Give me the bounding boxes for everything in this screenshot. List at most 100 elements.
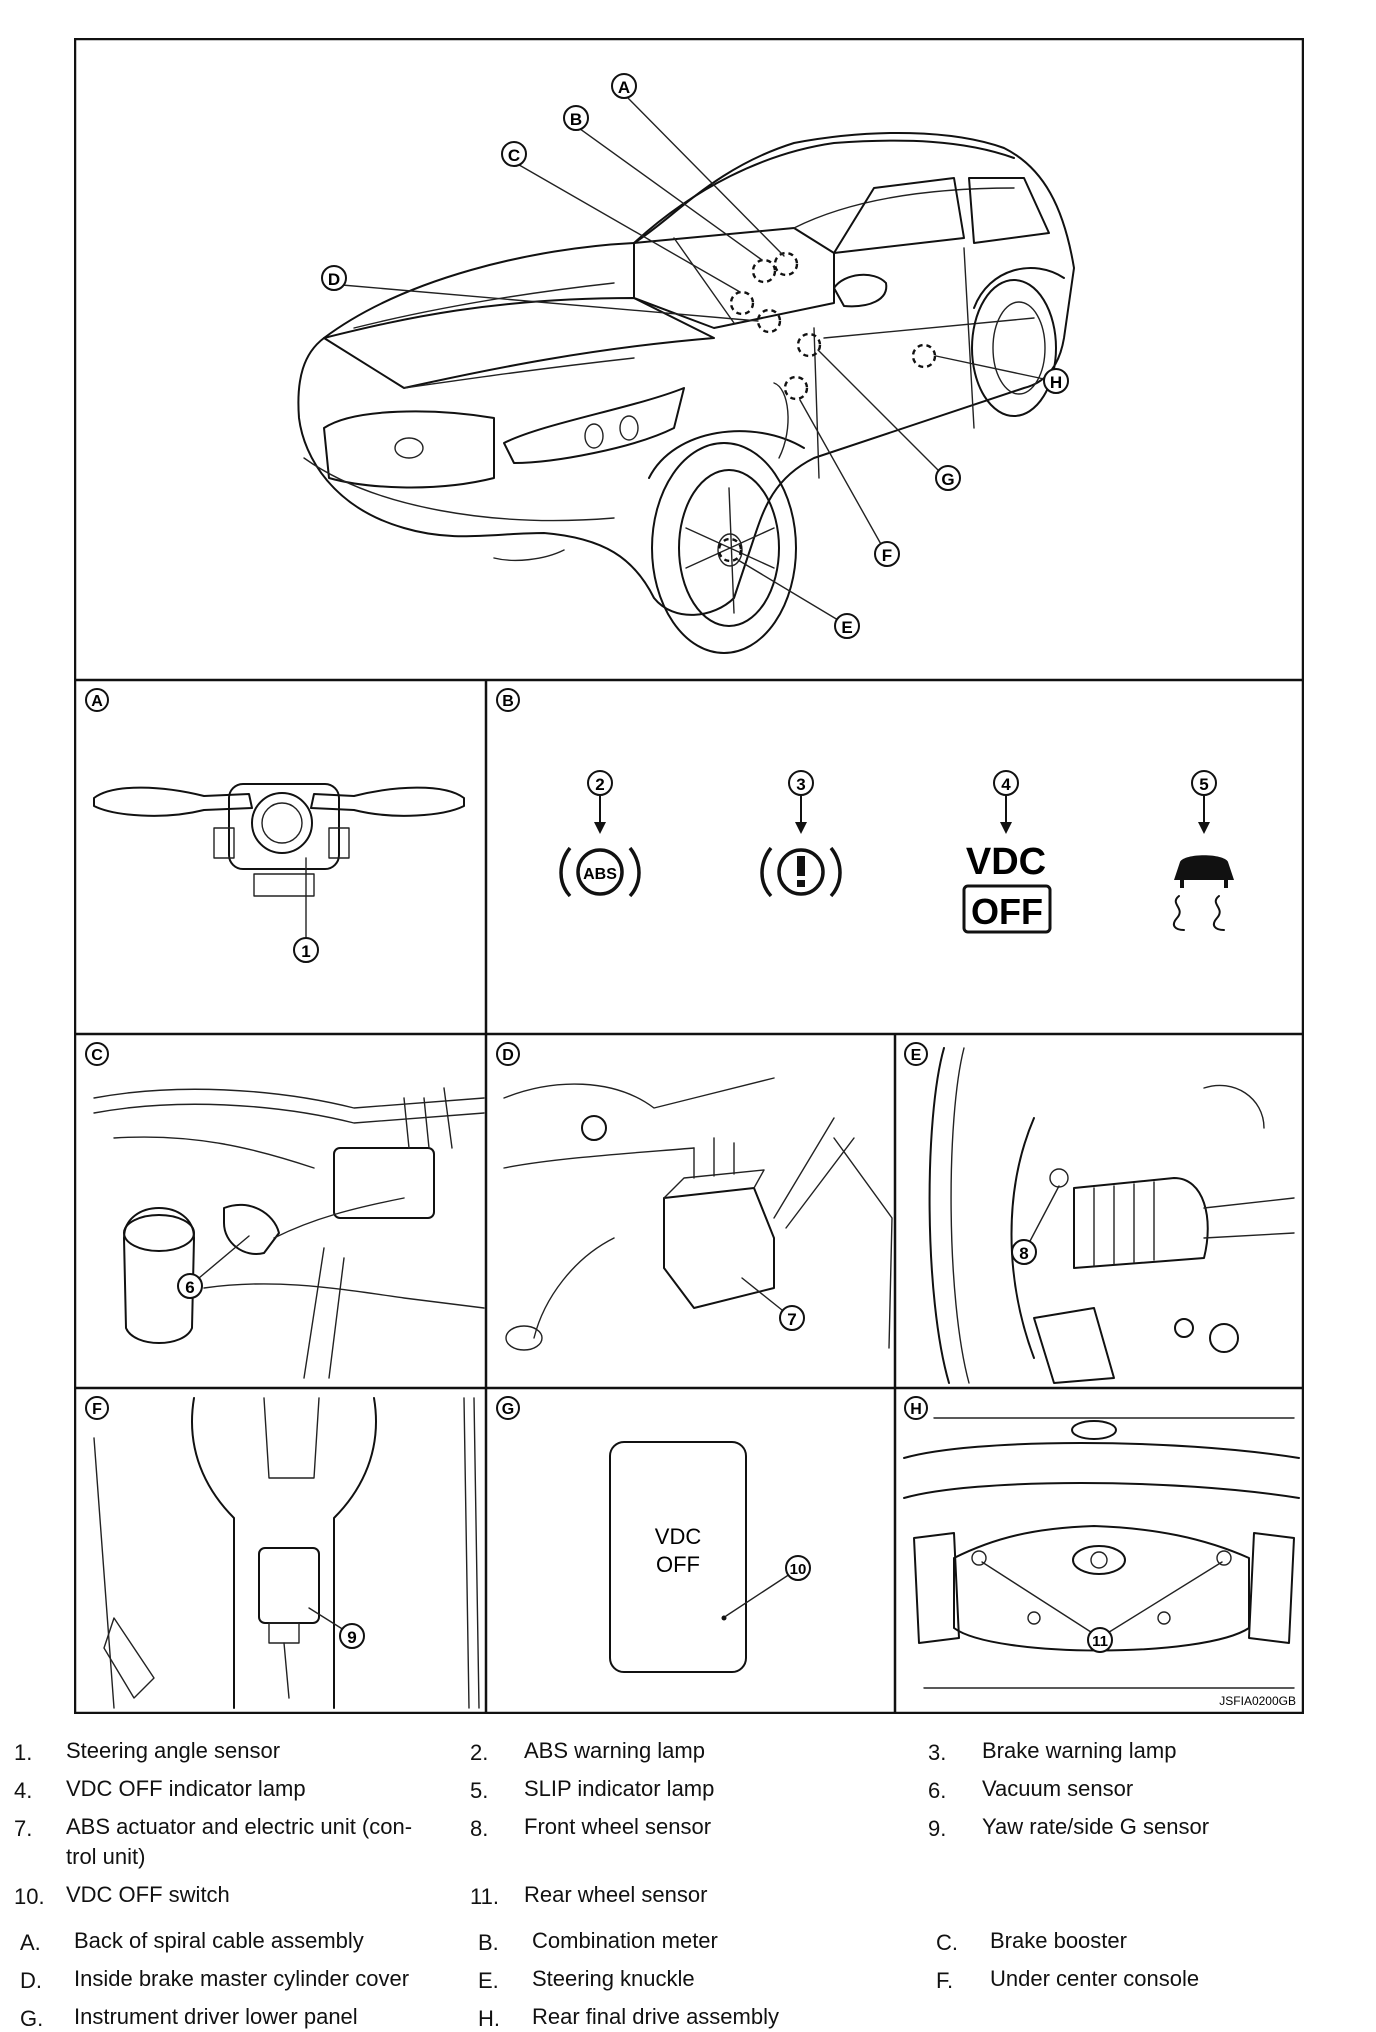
callout-F-main: F <box>874 541 900 567</box>
legend-number: 7. <box>14 1816 33 1841</box>
legend-letter: F. <box>936 1968 954 1993</box>
legend-text: ABS warning lamp <box>524 1738 705 1763</box>
legend-number: 1. <box>14 1740 33 1765</box>
svg-text:ABS: ABS <box>583 866 617 883</box>
callout-9: 9 <box>339 1623 365 1649</box>
legend-text: Brake booster <box>990 1928 1127 1953</box>
location-markers <box>717 251 937 563</box>
panel-H-rear-final-drive: H 11 JSFIA0200GB <box>903 1396 1300 1708</box>
svg-text:VDC: VDC <box>966 841 1046 883</box>
svg-text:5: 5 <box>1199 775 1208 794</box>
callout-A-main: A <box>611 73 637 99</box>
leader-lines <box>341 93 1045 621</box>
legend-text: Rear final drive assembly <box>532 2004 779 2029</box>
svg-text:7: 7 <box>787 1310 796 1329</box>
panel-label-C: C <box>91 1047 103 1064</box>
legend-letter: G. <box>20 2006 44 2031</box>
panel-label-D: D <box>502 1047 514 1064</box>
callout-6: 6 <box>177 1273 203 1299</box>
legend-letter: H. <box>478 2006 500 2031</box>
callout-B-main: B <box>563 105 589 131</box>
brake-warning-lamp-icon: 3 <box>760 770 842 898</box>
legend-text: Vacuum sensor <box>982 1776 1134 1801</box>
svg-text:6: 6 <box>185 1278 194 1297</box>
legend-number: 5. <box>470 1778 489 1803</box>
callout-10: 10 <box>785 1555 811 1581</box>
panel-E-steering-knuckle: E 8 <box>904 1042 1295 1384</box>
svg-text:10: 10 <box>790 1561 807 1578</box>
panel-label-A: A <box>91 693 103 710</box>
panel-label-F: F <box>92 1401 102 1418</box>
callout-7: 7 <box>779 1305 805 1331</box>
svg-text:B: B <box>570 110 582 129</box>
panel-A-spiral-cable: A 1 <box>85 688 465 963</box>
callout-E-main: E <box>834 613 860 639</box>
legend-letter: C. <box>936 1930 958 1955</box>
legend-letter: D. <box>20 1968 42 1993</box>
legend-text: Rear wheel sensor <box>524 1882 708 1907</box>
legend-text: Under center console <box>990 1966 1200 1991</box>
legend-text: Yaw rate/side G sensor <box>982 1814 1210 1839</box>
diagram-frame <box>74 38 1304 1714</box>
legend-text: Inside brake master cylinder cover <box>74 1966 410 1991</box>
panel-B-combination-meter: B 2 ABS 3 4 <box>496 688 1234 934</box>
vehicle-illustration <box>297 132 1075 654</box>
panel-label-G: G <box>502 1401 514 1418</box>
legend-letter: B. <box>478 1930 499 1955</box>
svg-text:4: 4 <box>1001 775 1011 794</box>
svg-text:8: 8 <box>1019 1244 1028 1263</box>
legend-letter: E. <box>478 1968 499 1993</box>
svg-text:OFF: OFF <box>971 891 1043 932</box>
svg-text:1: 1 <box>301 942 310 961</box>
legend-number: 2. <box>470 1740 489 1765</box>
callout-C-main: C <box>501 141 527 167</box>
panel-label-B: B <box>502 693 514 710</box>
svg-text:2: 2 <box>595 775 604 794</box>
panel-C-brake-booster: C 6 <box>85 1042 485 1379</box>
svg-text:9: 9 <box>347 1628 356 1647</box>
svg-text:E: E <box>841 618 852 637</box>
panel-label-E: E <box>911 1047 922 1064</box>
legend-text: Front wheel sensor <box>524 1814 712 1839</box>
callout-1: 1 <box>293 937 319 963</box>
slip-indicator-lamp-icon: 5 <box>1173 770 1234 931</box>
legend-text: Instrument driver lower panel <box>74 2004 358 2029</box>
panel-label-H: H <box>910 1401 922 1418</box>
legend-text: Steering knuckle <box>532 1966 695 1991</box>
figure-code: JSFIA0200GB <box>1219 1694 1296 1708</box>
vdc-off-indicator-lamp-icon: 4 VDC OFF <box>962 770 1052 934</box>
legend-text: Back of spiral cable assembly <box>74 1928 364 1953</box>
main-callouts: A B C D E F G H <box>321 73 1069 639</box>
panel-F-center-console: F 9 <box>85 1396 480 1709</box>
legend-letter: A. <box>20 1930 41 1955</box>
callout-8: 8 <box>1011 1239 1037 1265</box>
svg-text:OFF: OFF <box>656 1552 700 1577</box>
legend-number: 8. <box>470 1816 489 1841</box>
panel-G-vdc-off-switch: G VDC OFF 10 <box>496 1396 811 1673</box>
legend-text: Steering angle sensor <box>66 1738 281 1763</box>
callout-D-main: D <box>321 265 347 291</box>
callout-G-main: G <box>935 465 961 491</box>
legend-number: 9. <box>928 1816 947 1841</box>
legend-text: ABS actuator and electric unit (con- <box>66 1814 413 1839</box>
legend-number: 6. <box>928 1778 947 1803</box>
legend-number: 11. <box>470 1884 499 1909</box>
legend-text: Brake warning lamp <box>982 1738 1177 1763</box>
legend-text: SLIP indicator lamp <box>524 1776 715 1801</box>
svg-text:F: F <box>882 546 892 565</box>
svg-text:D: D <box>328 270 340 289</box>
legend-text: Combination meter <box>532 1928 718 1953</box>
component-location-diagram: A B C D E F G H A 1 B 2 <box>74 38 1304 1714</box>
panel-D-abs-actuator: D 7 <box>496 1042 893 1351</box>
svg-text:3: 3 <box>796 775 805 794</box>
legend-text: VDC OFF switch <box>66 1882 230 1907</box>
legend-number: 3. <box>928 1740 947 1765</box>
callout-H-main: H <box>1043 368 1069 394</box>
svg-text:H: H <box>1050 373 1062 392</box>
svg-text:G: G <box>941 470 954 489</box>
svg-text:A: A <box>618 78 630 97</box>
legend-text-continued: trol unit) <box>66 1844 146 1869</box>
abs-warning-lamp-icon: 2 ABS <box>559 770 641 898</box>
legend-number: 10. <box>14 1884 45 1909</box>
callout-11: 11 <box>1087 1627 1113 1653</box>
